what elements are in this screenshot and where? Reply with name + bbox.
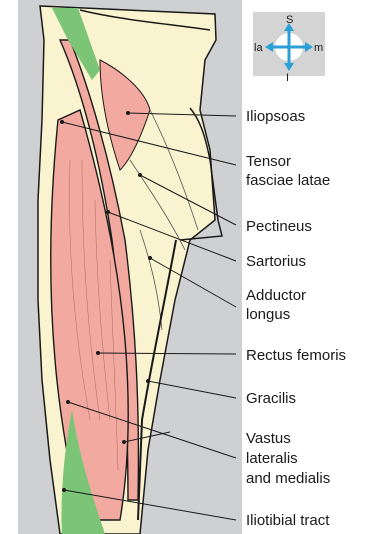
orientation-compass: S I la m [253, 12, 325, 84]
label-iliotibial: Iliotibial tract [246, 512, 330, 529]
label-gracilis: Gracilis [246, 390, 296, 407]
label-rectus: Rectus femoris [246, 347, 346, 364]
label-sartorius: Sartorius [246, 253, 306, 270]
orient-superior: S [286, 14, 293, 26]
label-pectineus: Pectineus [246, 218, 312, 235]
orient-medial: m [314, 42, 323, 54]
label-iliopsoas: Iliopsoas [246, 108, 305, 125]
label-vastus: Vastus lateralis and medialis [246, 430, 330, 487]
label-adductor: Adductor longus [246, 287, 310, 323]
orient-inferior: I [286, 72, 289, 84]
orient-lateral: la [254, 42, 263, 54]
label-tensor: Tensor fasciae latae [246, 153, 330, 189]
